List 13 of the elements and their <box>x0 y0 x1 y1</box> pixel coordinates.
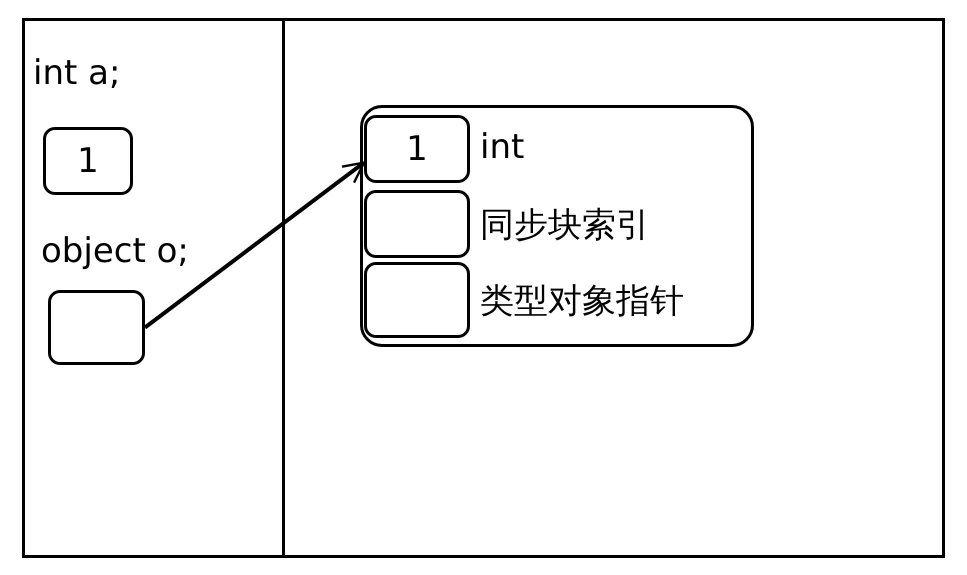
variable-slot: 1 <box>43 127 133 195</box>
stack-panel <box>22 18 285 558</box>
field-label: 同步块索引 <box>480 204 650 247</box>
arrow <box>144 161 366 330</box>
field-label: int <box>480 127 524 167</box>
heap-panel <box>282 18 945 558</box>
field-slot <box>364 262 470 338</box>
object-box <box>360 105 754 347</box>
variable-declaration: int a; <box>33 53 120 93</box>
variable-declaration: object o; <box>41 231 189 271</box>
field-slot <box>364 190 470 258</box>
field-slot: 1 <box>364 115 470 183</box>
field-label: 类型对象指针 <box>480 280 684 323</box>
